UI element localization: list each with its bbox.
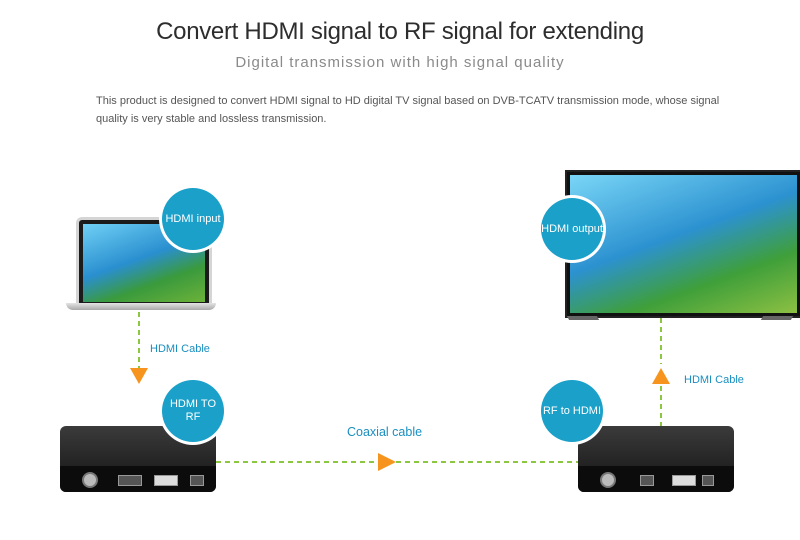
- hdmi-to-rf-bubble: HDMI TO RF: [162, 380, 224, 442]
- tv-stand-left: [567, 316, 599, 320]
- hdmi-cable-left-label: HDMI Cable: [150, 343, 210, 355]
- hdmi-cable-right-label: HDMI Cable: [684, 374, 744, 386]
- down-arrow-icon: [130, 368, 148, 384]
- hdmi-input-bubble: HDMI input: [162, 188, 224, 250]
- up-arrow-icon: [652, 368, 670, 384]
- right-arrow-icon: [378, 453, 396, 471]
- hdmi-output-bubble: HDMI output: [541, 198, 603, 260]
- rf-to-hdmi-device: [578, 426, 734, 492]
- coaxial-cable-label: Coaxial cable: [347, 425, 422, 439]
- rf-to-hdmi-bubble: RF to HDMI: [541, 380, 603, 442]
- tv-stand-right: [761, 316, 793, 320]
- tv-illustration: [565, 170, 800, 318]
- laptop-base: [66, 303, 216, 310]
